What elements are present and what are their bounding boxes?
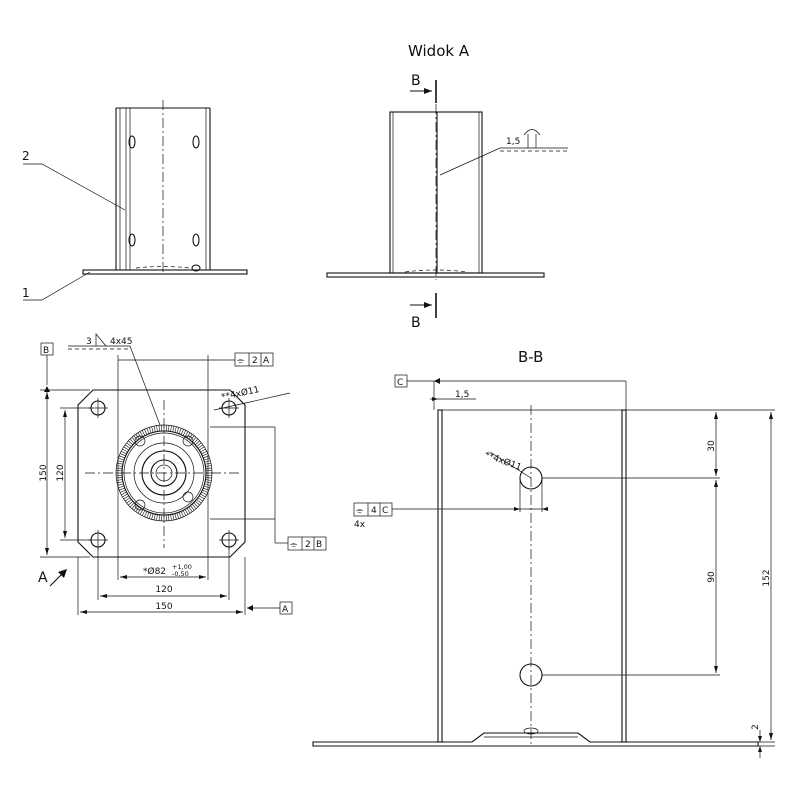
section-marker-b-top: B [411, 73, 421, 89]
svg-text:⌯: ⌯ [290, 540, 298, 550]
svg-text:A: A [263, 356, 270, 366]
section-title: B-B [518, 348, 543, 366]
callout-part-1: 1 [22, 286, 30, 300]
datum-a-box [279, 601, 293, 615]
svg-text:⌯: ⌯ [237, 356, 245, 366]
svg-text:4: 4 [371, 506, 377, 516]
datum-c-label: C [397, 378, 403, 388]
plan-view: B 3 4x45 [38, 333, 327, 615]
wall-thickness-label: 1,5 [455, 390, 469, 400]
dim-tube-diameter: *Ø82 [143, 566, 166, 577]
view-arrow-a: A [38, 570, 48, 586]
svg-text:B: B [316, 540, 322, 550]
tol-count-label: 4x [354, 520, 366, 530]
dim-height-outer: 150 [39, 464, 49, 481]
tube-wall-left [437, 409, 443, 743]
leader-part-1 [23, 271, 91, 301]
view-a: Widok A B B 1,5 [326, 42, 568, 331]
section-holes-note: **4xØ11 [483, 449, 523, 473]
weld-size-label: 3 [86, 337, 92, 347]
tube-wall-right [621, 409, 627, 743]
section-marker-b-bottom: B [411, 315, 421, 331]
tolerance-frame-section [353, 502, 393, 517]
datum-a-label: A [282, 605, 289, 615]
side-view: 2 1 [22, 100, 248, 301]
dim-total-height: 152 [762, 569, 772, 586]
dim-plate-thickness: 2 [751, 724, 761, 730]
dim-top-to-hole: 30 [707, 440, 717, 452]
svg-text:2: 2 [305, 540, 311, 550]
leader-part-2 [23, 163, 126, 211]
dim-tube-tol-lower: -0,50 [172, 570, 189, 578]
tolerance-frame-right [287, 536, 327, 551]
section-base-plate [312, 732, 759, 747]
dim-width-inner: 120 [155, 585, 172, 595]
dim-width-outer: 150 [155, 602, 172, 612]
datum-b-label: B [43, 346, 49, 356]
dim-tube-tol-upper: +1,00 [172, 563, 192, 571]
callout-part-2: 2 [22, 149, 30, 163]
weld-thickness-label: 1,5 [506, 137, 520, 147]
base-plate-outline [77, 389, 246, 558]
section-view: B-B C 1,5 **4xØ11 ⌯ 4 C 4x [312, 348, 775, 758]
svg-text:⌯: ⌯ [356, 506, 364, 516]
base-plate [82, 269, 248, 275]
weld-spec-label: 4x45 [110, 337, 133, 347]
dim-hole-spacing: 90 [707, 571, 717, 583]
dim-height-inner: 120 [56, 464, 66, 481]
svg-text:C: C [382, 506, 388, 516]
tolerance-frame-top [234, 352, 274, 367]
view-a-title: Widok A [408, 42, 470, 60]
svg-text:2: 2 [252, 356, 258, 366]
